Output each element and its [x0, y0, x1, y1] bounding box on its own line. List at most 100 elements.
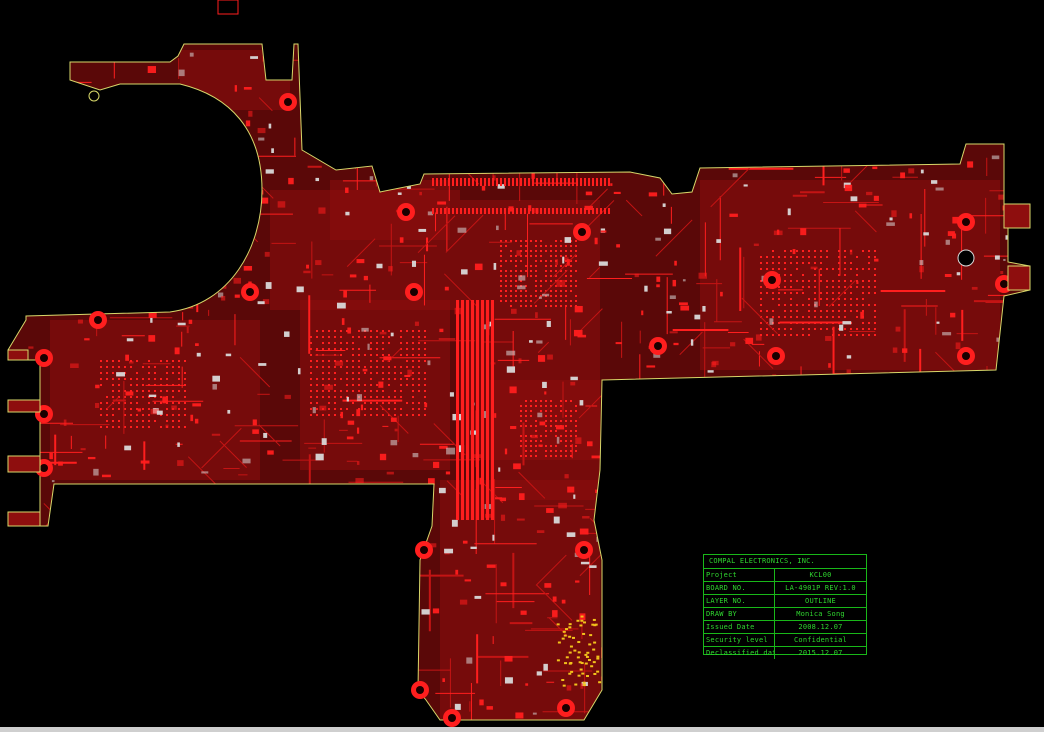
component-pad: [168, 136, 175, 143]
bga-pad: [525, 420, 527, 422]
bga-pad: [412, 414, 414, 416]
bga-pad: [820, 262, 822, 264]
bga-pad: [856, 286, 858, 288]
component-pad: [664, 665, 671, 670]
component-pad: [79, 258, 86, 261]
component-pad: [537, 412, 543, 418]
bga-pad: [790, 256, 792, 258]
trace: [372, 93, 406, 127]
component-pad: [257, 127, 266, 134]
component-pad: [153, 550, 159, 554]
component-pad: [641, 310, 644, 316]
bga-pad: [370, 360, 372, 362]
bga-pad: [525, 445, 527, 447]
bga-pad: [184, 378, 186, 380]
trace: [40, 217, 71, 248]
bga-pad: [565, 430, 567, 432]
bga-pad: [406, 414, 408, 416]
component-pad: [787, 208, 791, 216]
bga-pad: [358, 348, 360, 350]
component-pad: [897, 145, 907, 150]
component-pad: [492, 534, 495, 541]
component-pad: [190, 414, 194, 422]
component-pad: [151, 618, 154, 625]
bga-pad: [136, 378, 138, 380]
bga-pad: [530, 445, 532, 447]
connector-pin: [484, 178, 486, 186]
bga-pad: [760, 310, 762, 312]
bga-pad: [316, 348, 318, 350]
component-pad: [81, 274, 85, 281]
component-pad: [114, 155, 121, 162]
component-pad: [218, 220, 222, 226]
component-pad: [574, 305, 583, 313]
connector-pin: [492, 178, 494, 186]
component-pad: [132, 115, 140, 120]
bga-pad: [856, 298, 858, 300]
bga-pad: [394, 372, 396, 374]
bga-pad: [760, 256, 762, 258]
connector-pin: [596, 178, 598, 186]
bga-pad: [510, 250, 512, 252]
bga-pad: [565, 400, 567, 402]
bga-pad: [555, 450, 557, 452]
bga-pad: [166, 372, 168, 374]
bga-pad: [784, 274, 786, 276]
component-pad: [38, 311, 48, 315]
component-pad: [435, 168, 439, 174]
connector-pin: [528, 178, 530, 186]
title-block-row-draw-by: DRAW BY Monica Song: [704, 608, 866, 621]
bga-pad: [352, 384, 354, 386]
component-pad: [174, 347, 180, 355]
component-pad: [787, 434, 794, 439]
bga-pad: [784, 334, 786, 336]
component-pad: [324, 384, 333, 390]
bga-pad: [358, 330, 360, 332]
component-pad: [181, 274, 186, 281]
component-pad: [256, 589, 259, 597]
component-pad: [984, 559, 989, 563]
component-pad: [1002, 115, 1007, 120]
bga-pad: [525, 265, 527, 267]
bga-pad: [560, 440, 562, 442]
component-pad: [736, 160, 744, 167]
component-pad: [662, 60, 670, 66]
bga-pad: [322, 366, 324, 368]
bga-pad: [550, 420, 552, 422]
bga-pad: [346, 408, 348, 410]
bga-pad: [148, 396, 150, 398]
bga-pad: [112, 366, 114, 368]
bga-pad: [346, 348, 348, 350]
bga-pad: [382, 366, 384, 368]
bga-pad: [560, 455, 562, 457]
bga-pad: [766, 310, 768, 312]
component-pad: [356, 593, 364, 600]
component-pad: [530, 434, 538, 439]
bga-pad: [148, 408, 150, 410]
bga-pad: [820, 268, 822, 270]
component-pad: [92, 47, 99, 55]
component-pad: [322, 134, 325, 140]
bga-pad: [535, 430, 537, 432]
component-pad: [947, 566, 954, 570]
component-pad: [735, 488, 741, 493]
component-pad: [351, 498, 355, 502]
highlight-pad: [561, 679, 565, 682]
bga-pad: [760, 280, 762, 282]
bga-pad: [112, 414, 114, 416]
trace: [589, 266, 601, 278]
component-pad: [564, 474, 569, 479]
component-pad: [248, 110, 253, 117]
component-pad: [392, 534, 397, 538]
bga-pad: [826, 310, 828, 312]
connector-pin: [560, 208, 562, 214]
bga-pad: [550, 445, 552, 447]
component-pad: [98, 137, 106, 143]
component-pad: [500, 497, 507, 502]
bga-pad: [862, 304, 864, 306]
component-pad: [156, 260, 163, 266]
bga-pad: [555, 285, 557, 287]
bga-pad: [555, 295, 557, 297]
connector-pin: [440, 178, 442, 186]
bga-pad: [550, 270, 552, 272]
